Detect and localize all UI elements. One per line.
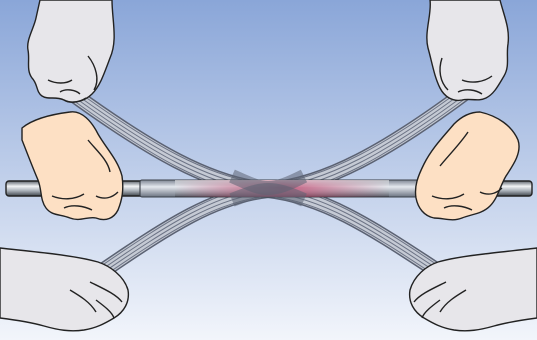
gloved-hand-top-right <box>427 0 509 100</box>
